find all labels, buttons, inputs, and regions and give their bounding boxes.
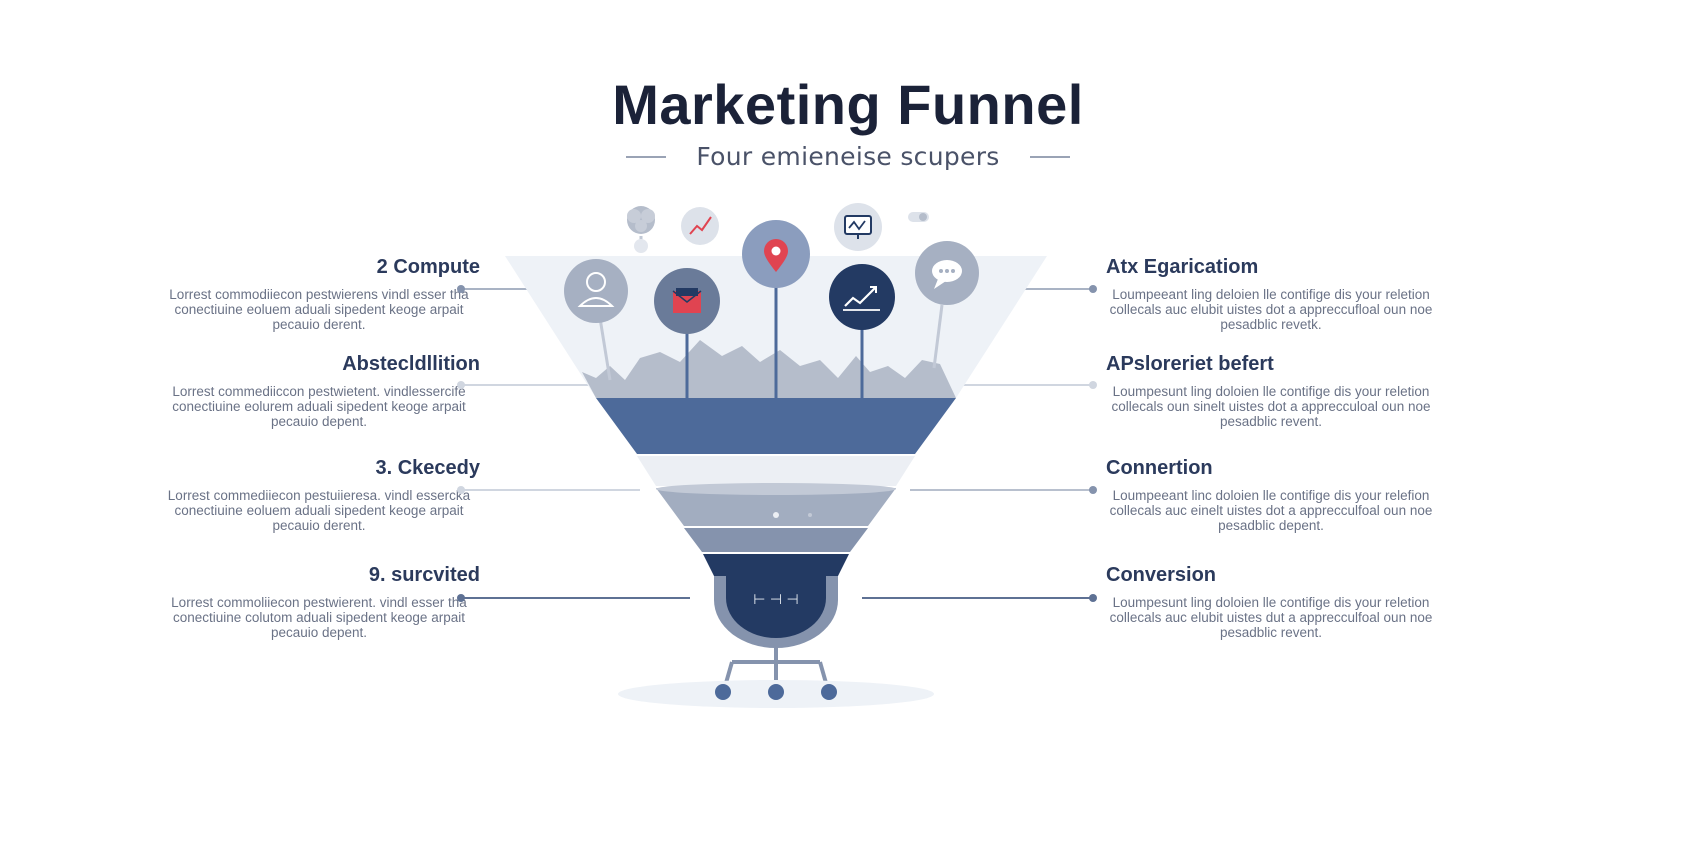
stand-foot-right [821, 684, 837, 700]
stand-foot-center [768, 684, 784, 700]
right-item-4-title: Conversion [1106, 564, 1217, 586]
stand-left-leg-down [722, 661, 734, 691]
toggle-icon [908, 212, 929, 222]
stem-chat [932, 304, 944, 369]
funnel-bowl-label: ⊢ ⊣ ⊣ [753, 592, 799, 608]
right-item-3-description: Loumpeeant linc doloien lle contifige di… [1109, 488, 1433, 533]
user-icon [564, 259, 628, 323]
right-item-1-title: Atx Egaricatiom [1106, 256, 1259, 278]
subtitle-rule-left [626, 155, 667, 158]
left-item-3-title: 3. Ckecedy [375, 457, 480, 479]
connector-dot-right-2 [1089, 381, 1097, 389]
page-subtitle: Four emieneise scupers [696, 142, 1000, 171]
left-item-3-description: Lorrest commediiecon pestuiieresa. vindl… [167, 488, 471, 533]
connector-dot-right-3 [1089, 486, 1097, 494]
left-item-2-title: Abstecldllition [342, 353, 480, 375]
funnel-bowl-outer [714, 576, 838, 648]
right-item-1-description: Loumpeeant ling deloien lle contifige di… [1109, 287, 1433, 332]
left-item-4-description: Lorrest commoliiecon pestwierent. vindl … [171, 595, 467, 640]
monitor-chart-icon [834, 203, 882, 251]
funnel-dot-a [773, 512, 779, 518]
funnel-band-1 [596, 398, 956, 454]
funnel-band-3-highlight [656, 483, 896, 495]
funnel-bowl-inner [726, 576, 826, 638]
stand-right-leg-down [818, 661, 830, 691]
page-title: Marketing Funnel [612, 73, 1084, 136]
chat-bubble-icon [915, 241, 979, 305]
brain-icon [627, 206, 655, 253]
subtitle-rule-right [1029, 155, 1070, 158]
left-item-3: 3. Ckecedy Lorrest commediiecon pestuiie… [150, 457, 480, 533]
funnel-dot-b [808, 513, 812, 517]
right-item-2-title: APsloreriet befert [1106, 353, 1274, 375]
right-item-3-title: Connertion [1106, 457, 1213, 479]
subtitle-row: Four emieneise scupers [0, 142, 1696, 171]
stand-shadow [618, 680, 934, 708]
left-item-4-title: 9. surcvited [368, 564, 480, 586]
right-item-1: Atx Egaricatiom Loumpeeant ling deloien … [1106, 256, 1436, 332]
location-pin-icon [742, 220, 810, 288]
connector-dot-right-1 [1089, 285, 1097, 293]
funnel-mountains [582, 340, 956, 398]
right-item-3: Connertion Loumpeeant linc doloien lle c… [1106, 457, 1436, 533]
stem-user [598, 317, 612, 381]
right-item-4-description: Loumpesunt ling doloien lle contifige di… [1109, 595, 1433, 640]
funnel-band-2 [637, 456, 915, 486]
left-item-4: 9. surcvited Lorrest commoliiecon pestwi… [150, 564, 480, 640]
connector-lines [457, 285, 1097, 602]
funnel-band-3 [656, 488, 896, 526]
right-item-2-description: Loumpesunt ling doloien lle contifige di… [1111, 384, 1431, 429]
connector-dot-right-4 [1089, 594, 1097, 602]
left-item-1-title: 2 Compute [376, 256, 480, 278]
left-item-2: Abstecldllition Lorrest commediiccon pes… [150, 353, 480, 429]
funnel-band-4 [684, 528, 868, 552]
growth-chart-icon [829, 264, 895, 330]
right-item-2: APsloreriet befert Loumpesunt ling doloi… [1106, 353, 1436, 429]
left-item-2-description: Lorrest commediiccon pestwietent. vindle… [172, 384, 466, 429]
right-item-4: Conversion Loumpesunt ling doloien lle c… [1106, 564, 1436, 640]
left-item-1-description: Lorrest commodiiecon pestwierens vindl e… [169, 287, 469, 332]
trend-chart-icon [681, 207, 719, 245]
left-item-1: 2 Compute Lorrest commodiiecon pestwiere… [150, 256, 480, 332]
funnel-top-glass [505, 256, 1047, 398]
mail-icon [654, 268, 720, 334]
stand-foot-left [715, 684, 731, 700]
funnel-band-5 [703, 554, 849, 576]
